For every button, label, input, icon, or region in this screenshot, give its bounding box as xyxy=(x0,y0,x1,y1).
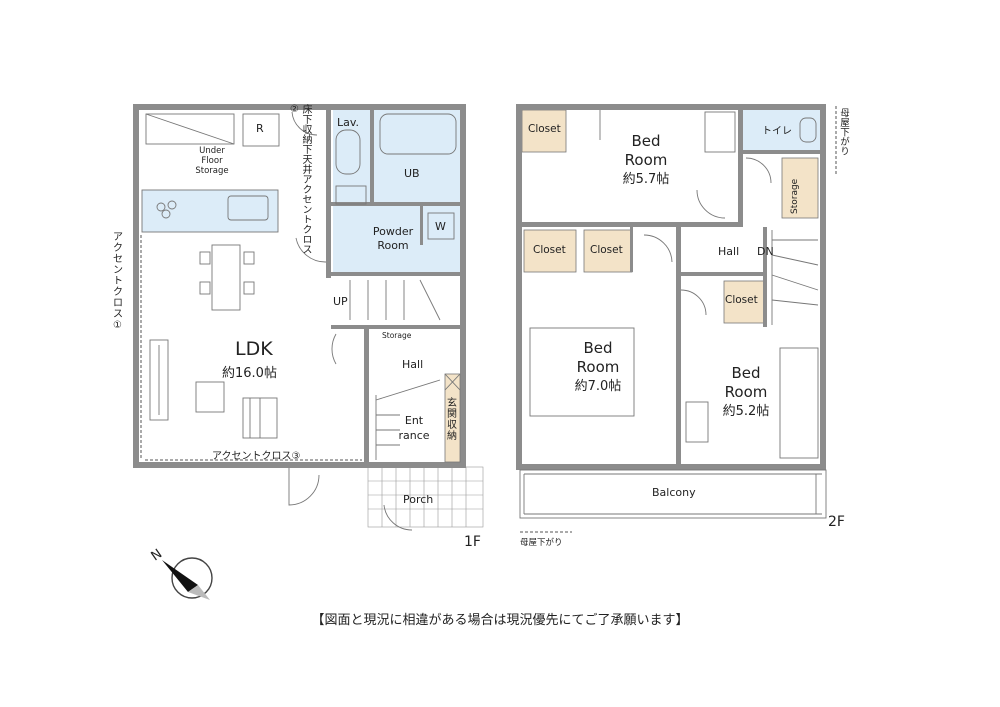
entrance-label: Ent rance xyxy=(396,413,432,443)
bedroom-2-line2: Room xyxy=(576,358,620,376)
floor2-plan xyxy=(516,104,837,533)
bedroom-1-line1: Bed xyxy=(631,132,661,150)
bedroom-3-line2: Room xyxy=(724,383,768,401)
lavatory-area xyxy=(333,110,371,205)
up-label: UP xyxy=(333,295,348,308)
hall-label-2f: Hall xyxy=(718,245,740,258)
bedroom-3-size: 約5.2帖 xyxy=(722,404,770,419)
powder-room-label: Powder Room xyxy=(360,225,426,253)
storage-2f xyxy=(781,157,819,219)
kitchen-counter xyxy=(141,189,279,233)
washer-label: W xyxy=(435,220,446,233)
closet-4-label: Closet xyxy=(725,294,758,306)
north-arrow xyxy=(162,557,213,600)
under-floor-line3: Storage xyxy=(195,166,229,176)
entrance-line2: rance xyxy=(398,429,430,442)
storage-label-2f: Storage xyxy=(790,178,800,214)
ub-label: UB xyxy=(404,167,420,180)
dn-label: DN xyxy=(757,245,774,258)
toilet-area xyxy=(742,110,820,152)
unit-bath-area xyxy=(373,110,463,205)
powder-room-area xyxy=(333,205,463,272)
floor2-label: 2F xyxy=(828,514,845,530)
bedroom-2-label: Bed Room 約7.0帖 xyxy=(562,339,634,396)
moya-note-bottom: 母屋下がり xyxy=(520,538,563,548)
bedroom-1-size: 約5.7帖 xyxy=(622,172,670,187)
floor1-label: 1F xyxy=(464,534,481,550)
porch-tiles xyxy=(367,466,484,528)
hall-label-1f: Hall xyxy=(402,358,424,371)
accent-cross-2-note: 床下収納下天井アクセントクロス② xyxy=(289,104,311,254)
under-floor-line1: Under xyxy=(199,146,225,156)
closet-3-label: Closet xyxy=(590,244,623,256)
under-floor-line2: Floor xyxy=(201,156,223,166)
toilet-label: トイレ xyxy=(762,126,792,137)
accent-cross-3-note: アクセントクロス③ xyxy=(212,451,301,462)
disclaimer-text: 【図面と現況に相違がある場合は現況優先にてご了承願います】 xyxy=(311,613,689,628)
ldk-size-label: 約16.0帖 xyxy=(222,366,277,381)
closet-2 xyxy=(523,229,577,273)
closet-3 xyxy=(583,229,633,273)
bedroom-1-line2: Room xyxy=(624,151,668,169)
powder-line1: Powder xyxy=(372,225,414,238)
powder-line2: Room xyxy=(377,239,409,252)
bedroom-3-label: Bed Room 約5.2帖 xyxy=(710,364,782,421)
closet-1-label: Closet xyxy=(528,123,561,135)
genkan-storage-label: 玄関収納 xyxy=(447,398,457,442)
closet-2-label: Closet xyxy=(533,244,566,256)
bedroom-2-size: 約7.0帖 xyxy=(574,379,622,394)
moya-note-top: 母屋下がり xyxy=(838,108,849,156)
genkan-storage xyxy=(444,373,461,463)
bedroom-2-line1: Bed xyxy=(583,339,613,357)
bedroom-1-label: Bed Room 約5.7帖 xyxy=(610,132,682,189)
balcony-label: Balcony xyxy=(652,486,696,499)
under-floor-storage-label: Under Floor Storage xyxy=(190,146,234,176)
porch-label: Porch xyxy=(403,493,434,506)
closet-4 xyxy=(723,280,765,324)
compass-n-label: N xyxy=(148,546,166,565)
lav-label: Lav. xyxy=(337,116,360,129)
bedroom-3-line1: Bed xyxy=(731,364,761,382)
storage-label-1f: Storage xyxy=(382,331,412,340)
entrance-line1: Ent xyxy=(404,414,424,427)
accent-cross-1-note: アクセントクロス① xyxy=(113,232,123,331)
ldk-label: LDK xyxy=(235,338,273,360)
floor1-plan xyxy=(133,104,484,531)
refrigerator-label: R xyxy=(256,122,264,135)
